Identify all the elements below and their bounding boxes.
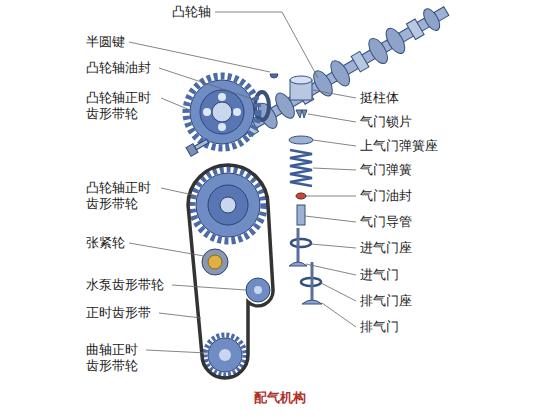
part-label: 气门油封 xyxy=(360,188,412,204)
part-label: 挺柱体 xyxy=(360,90,399,106)
valve-parts xyxy=(289,76,322,304)
part-label: 上气门弹簧座 xyxy=(360,138,438,154)
part-label: 凸轮轴油封 xyxy=(86,60,151,76)
camshaft-gear xyxy=(186,76,258,148)
camshaft xyxy=(228,0,453,147)
leader-lines xyxy=(129,12,356,353)
part-label: 半圆键 xyxy=(86,34,125,50)
part-label: 排气门座 xyxy=(360,293,412,309)
part-label: 凸轮轴 xyxy=(172,4,211,20)
diagram-caption: 配气机构 xyxy=(0,390,560,406)
part-label: 进气门 xyxy=(360,267,399,283)
part-label: 进气门座 xyxy=(360,240,412,256)
part-label: 曲轴正时 齿形带轮 xyxy=(86,342,146,374)
part-label: 气门锁片 xyxy=(360,114,412,130)
part-label: 水泵齿形带轮 xyxy=(86,277,164,293)
part-label: 气门导管 xyxy=(360,214,412,230)
part-label: 气门弹簧 xyxy=(360,162,412,178)
part-label: 张紧轮 xyxy=(86,235,125,251)
part-label: 凸轮轴正时 齿形带轮 xyxy=(86,180,159,212)
part-label: 凸轮轴正时 齿形带轮 xyxy=(86,90,159,122)
part-label: 排气门 xyxy=(360,319,399,335)
part-label: 正时齿形带 xyxy=(86,305,151,321)
